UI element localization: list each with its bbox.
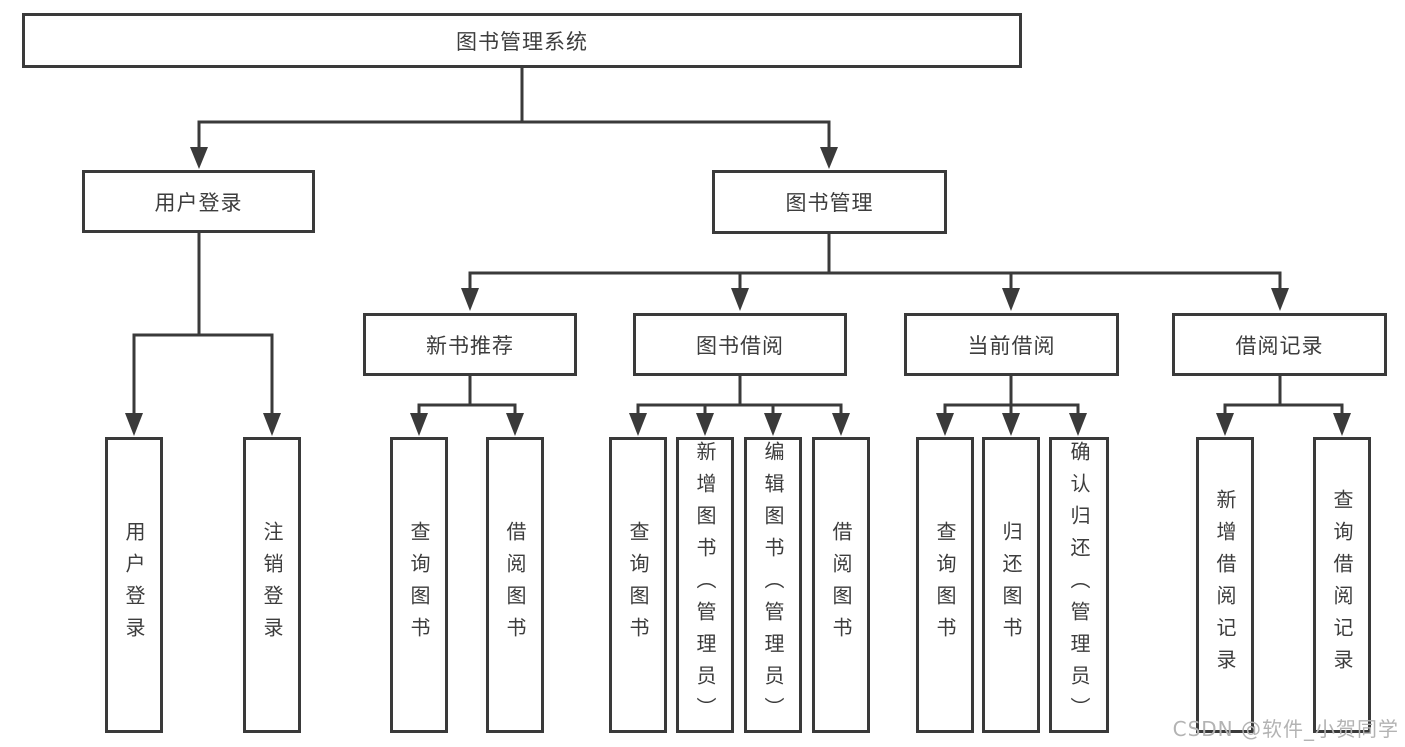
node-user-login: 用户登录 (82, 170, 315, 233)
leaf-confirm-return-admin-label: 确认归还（管理员） (1067, 441, 1091, 729)
watermark: CSDN @软件_小贺同学 (1172, 717, 1399, 741)
connector-new-book-recommend-split (410, 373, 524, 436)
leaf-query-borrow-record: 查询借阅记录 (1313, 437, 1371, 733)
leaf-user-login-label: 用户登录 (122, 521, 146, 649)
leaf-confirm-return-admin: 确认归还（管理员） (1049, 437, 1109, 733)
leaf-query-book-current-label: 查询图书 (933, 521, 957, 649)
leaf-add-book-admin-label: 新增图书（管理员） (693, 441, 717, 729)
leaf-query-book-recommend: 查询图书 (390, 437, 448, 733)
leaf-logout: 注销登录 (243, 437, 301, 733)
leaf-query-book-borrow-label: 查询图书 (626, 521, 650, 649)
leaf-borrow-book-label: 借阅图书 (829, 521, 853, 649)
node-user-login-label: 用户登录 (154, 190, 243, 215)
leaf-query-book-current: 查询图书 (916, 437, 974, 733)
node-new-book-recommend: 新书推荐 (363, 313, 577, 376)
node-new-book-recommend-label: 新书推荐 (426, 333, 514, 358)
node-borrow-records: 借阅记录 (1172, 313, 1387, 376)
connector-borrow-records-split (1216, 373, 1351, 436)
leaf-add-book-admin: 新增图书（管理员） (676, 437, 734, 733)
leaf-add-borrow-record: 新增借阅记录 (1196, 437, 1254, 733)
leaf-borrow-book-recommend: 借阅图书 (486, 437, 544, 733)
node-borrow-records-label: 借阅记录 (1235, 333, 1324, 358)
node-book-management-label: 图书管理 (785, 191, 874, 215)
connector-user-login-split (125, 231, 281, 436)
leaf-return-book: 归还图书 (982, 437, 1040, 733)
node-root: 图书管理系统 (22, 13, 1022, 68)
leaf-add-borrow-record-label: 新增借阅记录 (1213, 489, 1237, 681)
connector-book-management-split (461, 232, 1289, 311)
leaf-query-book-recommend-label: 查询图书 (407, 521, 431, 649)
leaf-user-login: 用户登录 (105, 437, 163, 733)
leaf-return-book-label: 归还图书 (999, 521, 1023, 649)
leaf-borrow-book-recommend-label: 借阅图书 (503, 521, 527, 649)
connector-current-borrow-split (936, 373, 1087, 436)
node-book-borrow: 图书借阅 (633, 313, 847, 376)
leaf-edit-book-admin: 编辑图书（管理员） (744, 437, 802, 733)
leaf-borrow-book: 借阅图书 (812, 437, 870, 733)
leaf-edit-book-admin-label: 编辑图书（管理员） (761, 441, 785, 729)
leaf-query-book-borrow: 查询图书 (609, 437, 667, 733)
node-root-label: 图书管理系统 (456, 29, 588, 54)
leaf-logout-label: 注销登录 (260, 521, 284, 649)
node-book-management: 图书管理 (712, 170, 947, 234)
node-book-borrow-label: 图书借阅 (696, 333, 784, 358)
connector-root-split (190, 66, 838, 169)
leaf-query-borrow-record-label: 查询借阅记录 (1330, 489, 1354, 681)
connector-book-borrow-split (629, 373, 850, 436)
node-current-borrow-label: 当前借阅 (967, 333, 1056, 358)
node-current-borrow: 当前借阅 (904, 313, 1119, 376)
